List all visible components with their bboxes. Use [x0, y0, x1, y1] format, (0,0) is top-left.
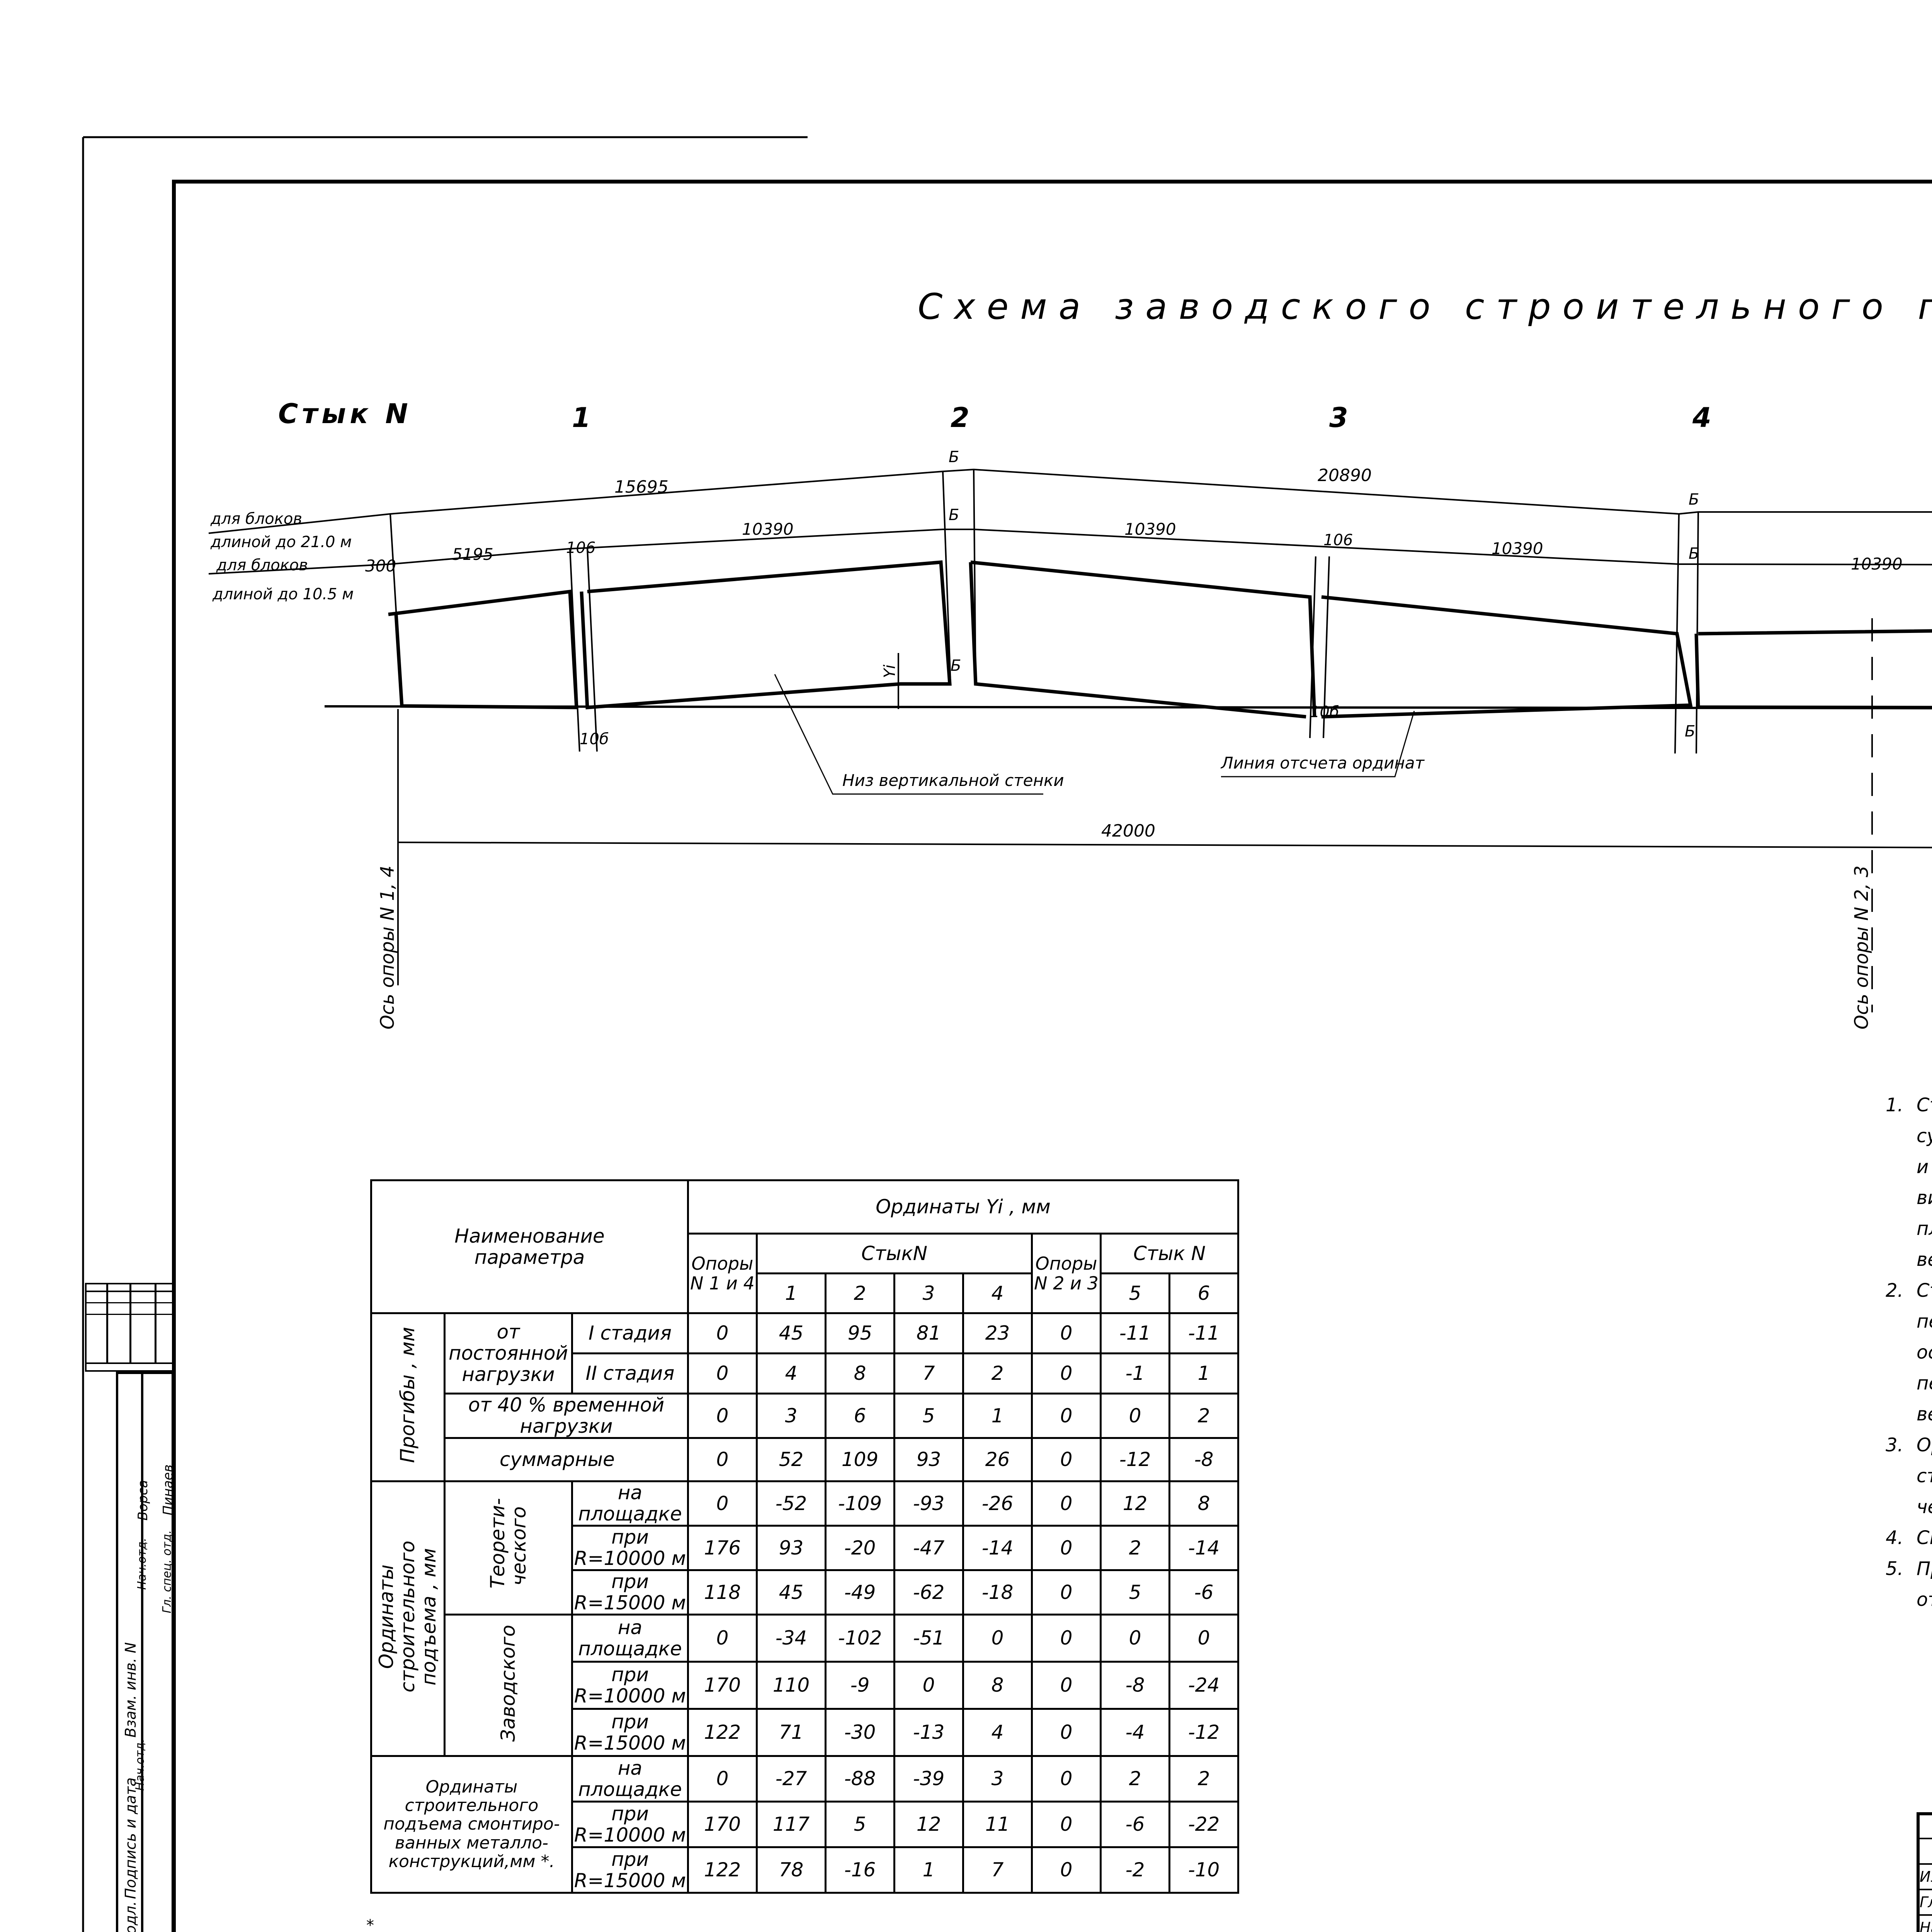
axis-label-supports-2-3: Ось опоры N 2, 3	[1851, 866, 1872, 1030]
header-joint-4: 4	[962, 1272, 1033, 1314]
sub-factory: Заводского	[443, 1614, 573, 1757]
table-row: Ординаты строительного подъема , мм Теор…	[370, 1480, 1240, 1757]
field-replacement-inv: Взам. инв. N	[122, 1642, 139, 1738]
dim-20890-a: 20890	[1318, 466, 1372, 485]
header-joint-group-1: СтыкN	[756, 1233, 1033, 1274]
footnote-mark: *	[366, 1917, 374, 1932]
sub-permanent-load: от постоянной нагрузки	[443, 1312, 573, 1395]
note-1: 1. Строительный подъем пролетного строен…	[1886, 1094, 1932, 1270]
approval-grid	[85, 1291, 174, 1372]
dim-5195: 5195	[452, 545, 493, 564]
note-5: 5. Правило знаков ординат Yi : направлен…	[1886, 1558, 1932, 1611]
note-2: 2. Строительный подъем пролетного строен…	[1886, 1280, 1932, 1425]
dim-300: 300	[365, 556, 396, 575]
dim-106-a: 106	[566, 539, 596, 557]
dim-15695: 15695	[614, 477, 668, 497]
yi-label: Yi	[881, 665, 899, 678]
header-joint-2: 2	[825, 1272, 896, 1314]
signature-row: Нач. пр. гр.Герасимова	[1917, 1914, 1932, 1932]
sheet-frame	[82, 136, 1932, 1932]
header-supports-1-4: Опоры N 1 и 4	[687, 1233, 758, 1314]
note-4: 4. См. вместе с документом - 03КМ .	[1886, 1527, 1932, 1549]
note-3: 3. Ординаты строительного подъема ( Yi )…	[1886, 1434, 1932, 1518]
table-row: Ординаты строительного подъема смонтиро-…	[370, 1755, 1240, 1894]
group-ordinates: Ординаты строительного подъема , мм	[370, 1480, 446, 1757]
axis-label-supports-1-4: Ось опоры N 1, 4	[377, 866, 398, 1030]
field-signature-date: Подпись и дата	[122, 1777, 139, 1899]
group-deflections: Прогибы , мм	[370, 1312, 446, 1482]
dim-106-b: 106	[1323, 531, 1353, 549]
dim-106-bottom-1: 10б	[580, 730, 609, 748]
table-row: Прогибы , мм от постоянной нагрузки I ст…	[370, 1312, 1240, 1482]
header-joint-5: 5	[1100, 1272, 1171, 1314]
dim-10390-d: 10390	[1851, 554, 1903, 573]
joint-header: Стык N	[278, 398, 412, 430]
dim-10390-b: 10390	[1124, 520, 1176, 539]
row-label-blocks-10: для блоков	[216, 556, 308, 574]
callout-bottom-web: Низ вертикальной стенки	[842, 771, 1064, 790]
ordinate-reference-line	[324, 705, 1932, 709]
notes-list: 1. Строительный подъем пролетного строен…	[1886, 1090, 1932, 1615]
leader-lines	[774, 674, 1415, 795]
revision-table: Изм. Кол.уч Лист N док. Подпись Дата Гл.…	[1916, 1812, 1932, 1932]
page-title: Схема заводского строительного подъема	[918, 286, 1932, 327]
header-joint-3: 3	[893, 1272, 964, 1314]
field-original-inv: Инв. N подл.	[122, 1901, 139, 1932]
row-label-length-10: длиной до 10.5 м	[213, 585, 354, 603]
header-param: Наименование параметра	[370, 1179, 689, 1314]
gap-label-2b: Б	[949, 506, 959, 524]
gap-label-4c: Б	[1685, 723, 1696, 740]
ordinates-table: Наименование параметра Ординаты Yi , мм …	[370, 1179, 1240, 1894]
gap-label-4b: Б	[1689, 545, 1699, 563]
header-joint-1: 1	[756, 1272, 827, 1314]
header-joint-group-2: Стык N	[1100, 1233, 1240, 1274]
header-joint-6: 6	[1168, 1272, 1240, 1314]
girder-outline	[388, 560, 1932, 719]
joint-number-3: 3	[1329, 402, 1348, 434]
joint-number-4: 4	[1692, 402, 1711, 434]
header-supports-2-3: Опоры N 2 и 3	[1031, 1233, 1102, 1314]
gap-label-2c: Б	[951, 657, 961, 675]
group-mounted: Ординаты строительного подъема смонтиро-…	[370, 1755, 573, 1894]
sub-theoretical: Теорети- ческого	[443, 1480, 573, 1616]
dimension-lines	[208, 468, 1932, 1012]
dim-10390-a: 10390	[742, 520, 794, 539]
dim-10390-c: 10390	[1492, 539, 1543, 558]
callout-reference-line: Линия отсчета ординат	[1221, 753, 1425, 772]
divider	[141, 1372, 143, 1932]
footnote: Установленных на опорные части	[373, 1930, 719, 1932]
joint-number-2: 2	[951, 402, 969, 434]
signature-row: Гл. инж. пр.Галахов03.98	[1917, 1889, 1932, 1916]
span-dim-42000: 42000	[1101, 821, 1155, 841]
gap-label-4a: Б	[1689, 491, 1699, 509]
dim-106-bottom-3: 10б	[1310, 703, 1339, 721]
header-ordinates: Ординаты Yi , мм	[687, 1179, 1240, 1235]
archive-fields	[116, 1372, 174, 1932]
gap-label-2a: Б	[949, 448, 959, 466]
row-label-length-21: длиной до 21.0 м	[211, 533, 352, 551]
row-label-blocks-21: для блоков	[211, 510, 302, 528]
joint-number-1: 1	[572, 402, 591, 434]
